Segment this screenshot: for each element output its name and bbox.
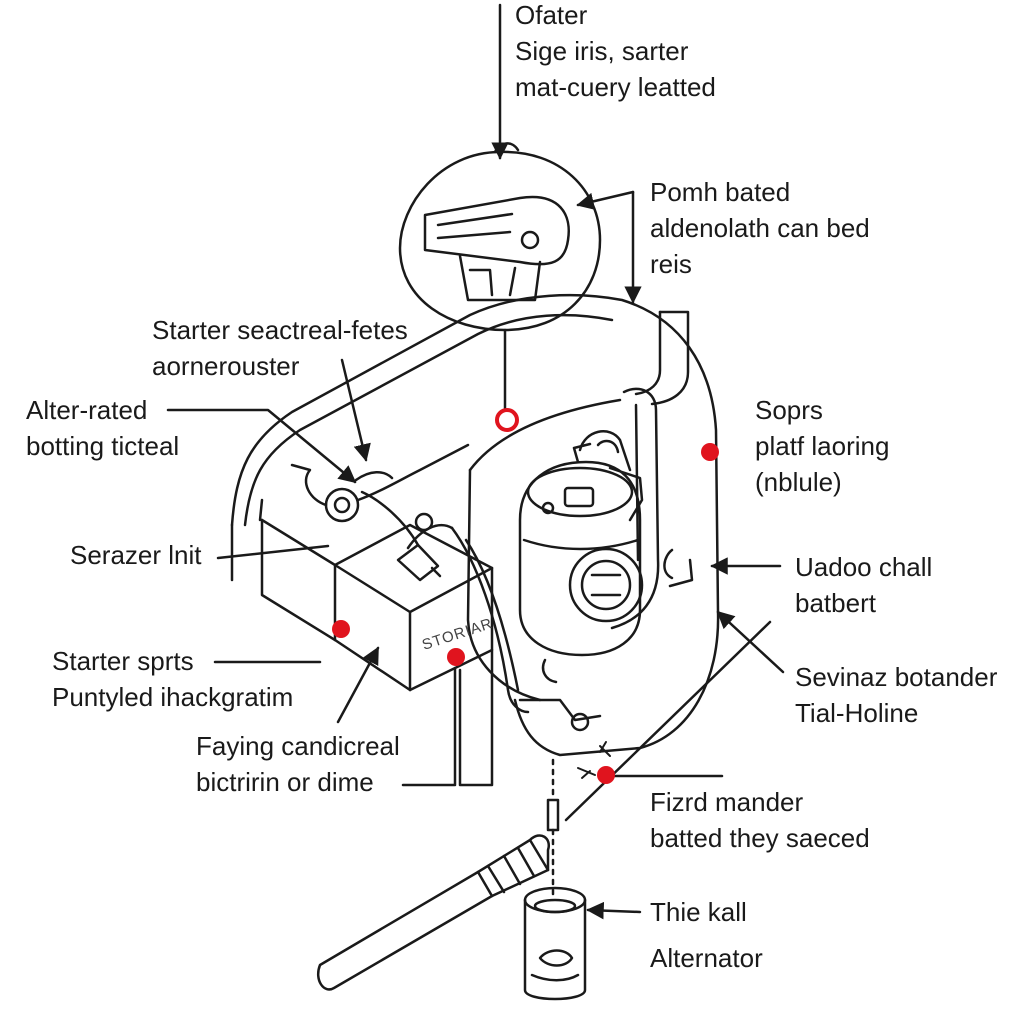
marker-dot [597,766,615,784]
label-starter-seac: Starter seactreal-fetes aornerouster [152,315,408,381]
label-alter-rated: Alter-rated botting ticteal [26,395,180,461]
marker-dot [332,620,350,638]
label-top: Ofater Sige iris, sarter mat-cuery leatt… [515,0,716,102]
alternator-jar [523,886,587,1001]
label-sopr: Soprs platf laoring (nblule) [755,395,890,497]
zoom-callout [398,142,602,422]
label-alternator: Alternator [650,943,763,973]
marker-dot [447,648,465,666]
label-faying: Faying candicreal bictririn or dime [196,731,400,797]
label-thie: Thie kall [650,897,747,927]
markers [332,408,719,784]
label-serazer: Serazer lnit [70,540,202,570]
mounting-frame [466,387,694,702]
marker-ring [495,408,519,432]
top-bracket [634,310,690,406]
drive-shaft [317,758,560,991]
cable-harness [290,443,674,732]
leader-lines [166,3,785,920]
label-sevinaz: Sevinaz botander Tial-Holine [795,662,998,728]
box-stencil-text: STORIAR [420,615,495,654]
marker-dot [701,443,719,461]
label-starter-sprts: Starter sprts Puntyled ihackgratim [52,646,294,712]
label-pomh: Pomh bated aldenolath can bed reis [650,177,870,279]
starter-motor [518,430,644,657]
label-uadoo: Uadoo chall batbert [795,552,933,618]
label-fizrd: Fizrd mander batted they saeced [650,787,870,853]
